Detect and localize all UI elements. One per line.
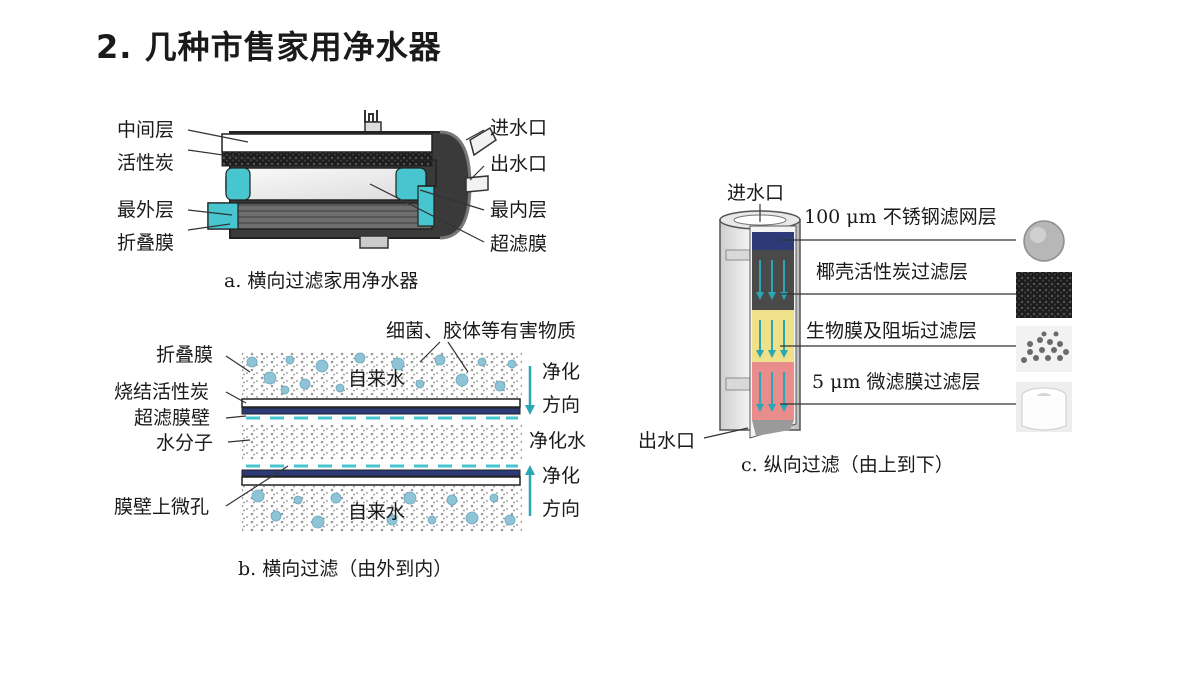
label-water-outlet-c: 出水口 xyxy=(638,430,696,452)
label-tap-water-bottom: 自来水 xyxy=(348,501,406,523)
label-purify-bottom-2: 方向 xyxy=(542,498,581,520)
label-uf-wall: 超滤膜壁 xyxy=(134,407,211,429)
label-purify-bottom-1: 净化 xyxy=(542,465,581,487)
caption-figure-b: b. 横向过滤（由外到内） xyxy=(238,558,453,580)
caption-figure-a: a. 横向过滤家用净水器 xyxy=(224,270,419,292)
cartridge-flow-arrows xyxy=(756,260,788,412)
label-activated-carbon: 活性炭 xyxy=(117,152,175,174)
label-sintered-carbon: 烧结活性炭 xyxy=(114,381,210,403)
label-outer-layer: 最外层 xyxy=(117,199,175,221)
label-purified-water: 净化水 xyxy=(529,430,587,452)
label-microfilter-layer: 5 μm 微滤膜过滤层 xyxy=(812,371,981,393)
label-purify-top-1: 净化 xyxy=(542,361,581,383)
horizontal-filter-device xyxy=(207,110,497,249)
label-bacteria: 细菌、胶体等有害物质 xyxy=(386,320,577,342)
page-title: 2. 几种市售家用净水器 xyxy=(96,28,442,66)
label-purify-top-2: 方向 xyxy=(542,394,581,416)
label-steel-mesh-layer: 100 μm 不锈钢滤网层 xyxy=(804,206,997,228)
label-water-molecule: 水分子 xyxy=(156,432,214,454)
filter-material-samples xyxy=(1016,218,1072,432)
label-biofilm-layer: 生物膜及阻垢过滤层 xyxy=(806,320,978,342)
label-ultrafiltration-membrane: 超滤膜 xyxy=(490,233,548,255)
cross-section-diagram xyxy=(241,352,522,532)
label-coconut-carbon-layer: 椰壳活性炭过滤层 xyxy=(816,261,969,283)
label-micropores: 膜壁上微孔 xyxy=(114,496,210,518)
caption-figure-c: c. 纵向过滤（由上到下） xyxy=(741,454,954,476)
label-folded-membrane-b: 折叠膜 xyxy=(156,344,214,366)
label-inner-layer: 最内层 xyxy=(490,199,548,221)
label-folded-membrane-a: 折叠膜 xyxy=(117,232,175,254)
figure-b-leader-lines xyxy=(225,341,469,507)
water-beads xyxy=(246,352,517,529)
label-tap-water-top: 自来水 xyxy=(348,368,406,390)
label-middle-layer: 中间层 xyxy=(117,119,175,141)
label-water-inlet-c: 进水口 xyxy=(727,182,785,204)
figure-c-leader-lines xyxy=(703,204,1016,439)
figure-a-leader-lines xyxy=(187,129,485,243)
label-water-inlet-a: 进水口 xyxy=(490,117,548,139)
label-water-outlet-a: 出水口 xyxy=(490,153,548,175)
